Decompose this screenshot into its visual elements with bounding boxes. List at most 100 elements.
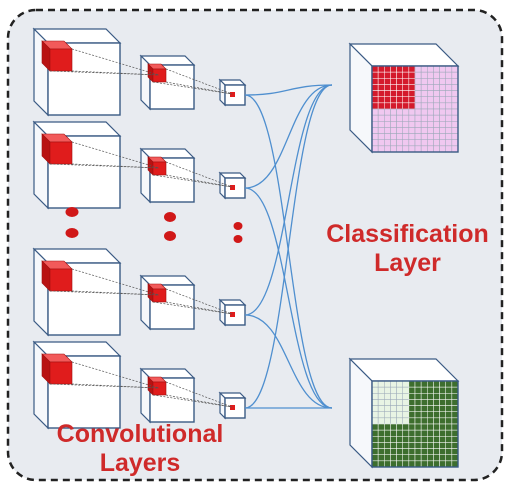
grid-cell-dark [371,442,379,449]
grid-cell-dark [433,442,440,449]
grid-cell-dark [414,423,422,431]
grid-cell-light [451,133,459,140]
grid-cell-dark [371,423,379,431]
grid-cell-dark [390,448,397,455]
grid-cell-dark [408,380,416,388]
grid-cell-dark [384,96,391,104]
grid-cell-light [408,133,416,140]
grid-cell-dark [402,423,410,431]
grid-cell-dark [396,454,403,462]
grid-cell-dark [408,417,416,425]
grid-cell-light [414,84,422,91]
grid-cell-dark [402,460,410,468]
grid-cell-light [396,114,403,122]
kernel-stage-1 [41,40,73,72]
kernel-front [49,141,73,165]
grid-cell-light [396,139,403,147]
grid-cell-dark [396,442,403,449]
grid-cell-dark [390,423,397,431]
grid-cell-dark [396,436,403,443]
grid-cell-light [414,139,422,147]
connection-line [244,94,333,409]
grid-cell-light [439,102,446,110]
grid-cell-light [445,145,453,153]
grid-cell-light [433,78,440,85]
grid-cell-dark [390,71,397,79]
grid-cell-light [402,145,410,153]
grid-cell-dark [451,460,459,468]
grid-cell-light [439,114,446,122]
grid-cell-dark [396,96,403,104]
grid-cell-dark [414,454,422,462]
grid-cell-light [451,121,459,128]
grid-cell-dark [408,71,416,79]
projection-line [152,394,233,408]
grid-cell-dark [420,386,428,394]
grid-cell-light [384,127,391,134]
grid-cell-dark [420,429,428,437]
grid-cell-dark [439,386,446,394]
projection-line [49,290,160,296]
grid-cell-dark [408,442,416,449]
grid-cell-dark [390,460,397,468]
grid-cell-dark [408,90,416,97]
grid-cell-dark [396,90,403,97]
grid-cell-dark [384,448,391,455]
grid-cell-light [390,399,397,406]
grid-cell-light [433,127,440,134]
grid-cell-dark [408,436,416,443]
grid-cell-light [402,411,410,419]
grid-cell-light [427,114,434,122]
grid-cell-dark [384,436,391,443]
grid-cell-dark [439,429,446,437]
grid-cell-light [451,145,459,153]
grid-cell-light [390,380,397,388]
grid-cell-light [402,139,410,147]
grid-cell-dark [384,429,391,437]
grid-cell-light [445,71,453,79]
grid-cell-light [396,121,403,128]
grid-cell-dark [427,454,434,462]
grid-cell-light [371,139,379,147]
grid-cell-dark [408,102,416,110]
grid-cell-dark [384,423,391,431]
grid-cell-light [371,127,379,134]
projection-line [71,141,160,169]
grid-cell-light [433,108,440,116]
grid-cell-dark [420,411,428,419]
grid-cell-light [408,108,416,116]
grid-cell-dark [377,454,385,462]
convolutional-layers [32,27,247,430]
grid-cell-dark [377,78,385,85]
grid-cell-light [377,145,385,153]
conv-row-4 [32,340,247,430]
grid-cell-dark [451,380,459,388]
cube-stage-3 [218,298,247,327]
grid-cell-dark [396,65,403,73]
grid-border [371,380,459,468]
grid-cell-light [377,386,385,394]
projection-line [71,290,160,296]
grid-cell-dark [396,71,403,79]
grid-cell-light [433,90,440,97]
grid-cell-dark [439,448,446,455]
projection-line [165,81,233,95]
grid-cell-dark [445,393,453,400]
grid-cell-dark [445,442,453,449]
grid-cell-dark [390,429,397,437]
grid-cell-dark [408,454,416,462]
grid-cell-dark [414,436,422,443]
grid-cell-dark [414,380,422,388]
grid-cell-light [439,127,446,134]
grid-cell-light [451,65,459,73]
grid-cell-dark [439,411,446,419]
projection-line [152,174,233,188]
grid-cell-dark [377,102,385,110]
grid-cell-light [390,145,397,153]
grid-cell-dark [414,393,422,400]
grid-cell-dark [414,405,422,412]
grid-cell-light [384,145,391,153]
grid-cell-light [445,102,453,110]
projection-line [71,163,160,169]
grid-cell-light [377,139,385,147]
